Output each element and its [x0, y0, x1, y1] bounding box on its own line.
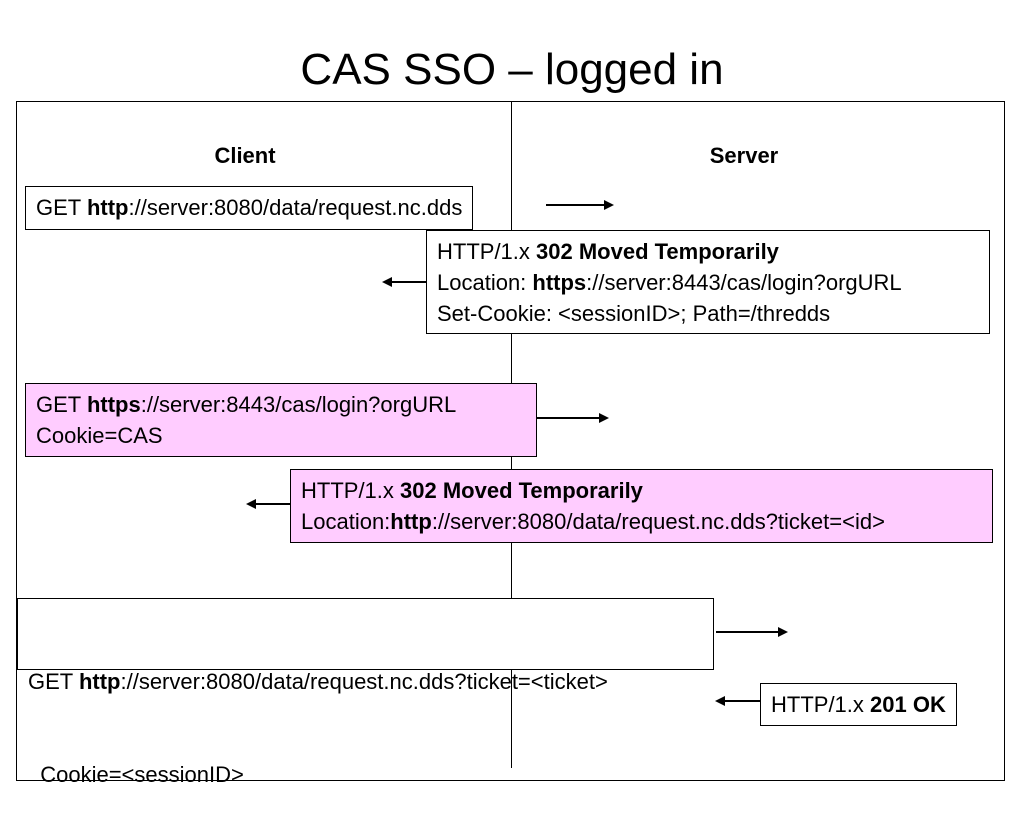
- message-line: HTTP/1.x 201 OK: [771, 692, 946, 717]
- arrow-left-to-client: [382, 277, 426, 287]
- message-line: Set-Cookie: <sessionID>; Path=/thredds: [437, 301, 831, 326]
- message-line: GET http://server:8080/data/request.nc.d…: [28, 669, 608, 694]
- message-201-ok: HTTP/1.x 201 OK: [760, 683, 957, 726]
- arrow-right-to-server: [537, 413, 609, 423]
- arrow-left-to-client: [246, 499, 290, 509]
- message-get-http-request: GET http://server:8080/data/request.nc.d…: [25, 186, 474, 230]
- message-line: Cookie=CAS: [36, 423, 163, 448]
- arrow-left-to-client: [715, 696, 760, 706]
- message-302-redirect-with-ticket: HTTP/1.x 302 Moved Temporarily Location:…: [290, 469, 993, 543]
- message-line: GET http://server:8080/data/request.nc.d…: [36, 195, 463, 220]
- server-column-heading: Server: [709, 143, 779, 168]
- message-line: Location: https://server:8443/cas/login?…: [437, 270, 902, 295]
- message-line: GET https://server:8443/cas/login?orgURL: [36, 392, 457, 417]
- arrow-right-to-server: [716, 627, 788, 637]
- message-line: HTTP/1.x 302 Moved Temporarily: [301, 478, 643, 503]
- diagram-title: CAS SSO – logged in: [300, 45, 724, 94]
- client-column-heading: Client: [214, 143, 276, 168]
- message-line: Location:http://server:8080/data/request…: [301, 509, 885, 534]
- message-get-with-ticket: GET http://server:8080/data/request.nc.d…: [17, 598, 714, 787]
- message-line: HTTP/1.x 302 Moved Temporarily: [437, 239, 779, 264]
- arrow-right-to-server: [546, 200, 614, 210]
- message-get-cas-login: GET https://server:8443/cas/login?orgURL…: [25, 383, 537, 457]
- message-302-redirect-to-cas: HTTP/1.x 302 Moved Temporarily Location:…: [426, 230, 990, 334]
- message-line: Cookie=<sessionID>: [28, 762, 244, 787]
